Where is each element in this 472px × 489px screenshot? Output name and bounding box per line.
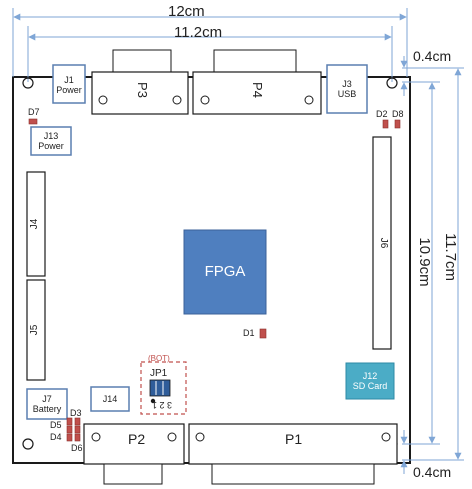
connector-j1-name: J1: [64, 74, 74, 85]
header-j5-label: J5: [29, 324, 40, 336]
header-j4-label: J4: [29, 218, 40, 230]
led-d3b: [74, 417, 81, 426]
connector-p2-shape: [83, 423, 185, 485]
dim-label-margin-bottom: 0.4cm: [413, 464, 452, 480]
connector-j14-box: [90, 386, 130, 412]
connector-p4-shape: [192, 49, 322, 115]
connector-j13-name: J13: [43, 130, 59, 141]
dim-label-margin-top: 0.4cm: [413, 48, 452, 64]
dim-label-total-height: 11.7cm: [442, 232, 459, 282]
led-d8: [394, 119, 401, 129]
led-label-d6: D6: [71, 443, 83, 453]
connector-p1-shape: [188, 423, 398, 485]
jumper-note: (BOT): [148, 354, 170, 363]
led-label-d2: D2: [376, 109, 388, 119]
connector-p4-label: P4: [250, 82, 265, 98]
connector-p2-label: P2: [128, 431, 146, 447]
led-markers: [28, 118, 401, 442]
led-d2: [382, 119, 389, 129]
connector-j13-label: J13 Power: [31, 128, 71, 154]
jumper-block: [149, 379, 171, 397]
dim-label-total-width: 12cm: [168, 3, 205, 20]
jumper-pins: 3 2 1: [152, 400, 173, 410]
fpga-label: FPGA: [204, 263, 246, 281]
connector-j14-label: J14: [102, 393, 118, 404]
connector-j3-sub: USB: [337, 89, 357, 99]
mounting-hole-tl: [22, 77, 34, 89]
jumper-pin1-dot: [150, 398, 156, 404]
led-label-d8: D8: [392, 109, 404, 119]
mounting-hole-bl: [22, 438, 34, 450]
connector-j3-box: [326, 64, 368, 114]
connector-j7-name: J7: [42, 393, 52, 404]
led-d7: [28, 118, 38, 125]
led-label-d3: D3: [70, 408, 82, 418]
led-label-d1: D1: [243, 328, 255, 338]
dim-label-inner-height: 10.9cm: [416, 237, 433, 287]
jumper-name: JP1: [150, 368, 168, 379]
sd-card-box: [345, 362, 395, 400]
connector-j7-sub: Battery: [32, 404, 62, 414]
connector-j13-box: [30, 126, 72, 156]
connector-j1-sub: Power: [56, 85, 82, 95]
connector-j7-box: [26, 388, 68, 420]
connector-p3-shape: [91, 49, 189, 115]
dim-label-inner-width: 11.2cm: [174, 24, 223, 41]
sd-card-label: J12 SD Card: [346, 366, 394, 396]
header-j5-box: [26, 279, 46, 381]
led-d5: [66, 425, 73, 434]
led-label-d7: D7: [28, 107, 40, 117]
mounting-hole-tr: [386, 77, 398, 89]
connector-p1-label: P1: [285, 431, 303, 447]
header-j6-box: [372, 136, 392, 350]
header-j6-label: J6: [378, 237, 389, 249]
sd-card-name: J12: [362, 370, 378, 381]
connector-j3-label: J3 USB: [327, 74, 367, 104]
led-label-d5: D5: [50, 420, 62, 430]
connector-j7-label: J7 Battery: [27, 390, 67, 418]
jumper-region: [140, 361, 187, 415]
connector-j3-name: J3: [342, 78, 352, 89]
header-j4-box: [26, 171, 46, 277]
led-d1: [259, 328, 267, 339]
led-d3: [66, 417, 73, 426]
sd-card-sub: SD Card: [352, 381, 388, 391]
connector-j1-label: J1 Power: [53, 70, 85, 100]
led-label-d4: D4: [50, 432, 62, 442]
connector-j13-sub: Power: [38, 141, 64, 151]
connector-p3-label: P3: [135, 82, 150, 98]
connector-j1-box: [52, 64, 86, 104]
dimension-lines: [12, 8, 464, 474]
led-d4b: [74, 433, 81, 442]
fpga-chip-box: [183, 229, 267, 315]
led-d5b: [74, 425, 81, 434]
led-d4: [66, 433, 73, 442]
